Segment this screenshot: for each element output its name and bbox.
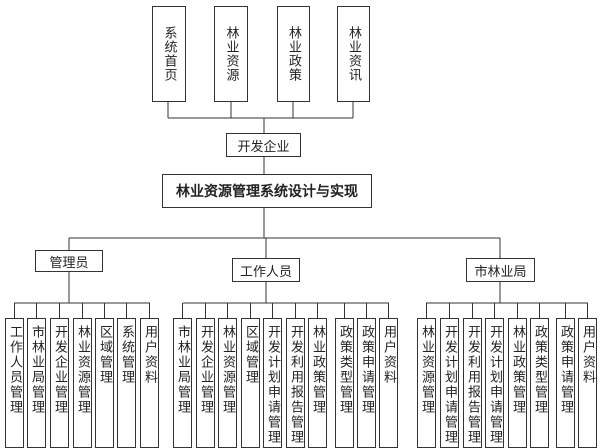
function-box: 开发利用报告管理 — [286, 318, 305, 448]
function-label: 政策申请管理 — [558, 325, 573, 415]
function-label: 区域管理 — [97, 325, 112, 385]
function-label: 开发企业管理 — [52, 325, 67, 415]
enterprise-label: 开发企业 — [237, 139, 290, 155]
function-label: 林业资源管理 — [75, 325, 90, 415]
function-box: 开发计划申请管理 — [485, 318, 504, 448]
role-label: 管理员 — [49, 255, 89, 271]
function-label: 林业政策管理 — [310, 325, 325, 415]
function-label: 工作人员管理 — [7, 325, 22, 415]
system-title: 林业资源管理系统设计与实现 — [176, 184, 358, 200]
function-label: 林业政策管理 — [510, 325, 525, 415]
role-forestry-bureau: 市林业局 — [466, 258, 535, 282]
system-title-box: 林业资源管理系统设计与实现 — [162, 174, 372, 208]
module-label: 林业资源 — [223, 26, 239, 82]
connector-lines — [14, 102, 588, 318]
role-label: 工作人员 — [239, 264, 292, 280]
module-label: 林业资讯 — [346, 26, 361, 82]
function-box: 政策类型管理 — [335, 318, 354, 448]
function-box: 开发企业管理 — [50, 318, 69, 448]
function-label: 开发计划申请管理 — [265, 325, 280, 445]
function-box: 市林业局管理 — [27, 318, 46, 448]
function-label: 市林业局管理 — [29, 325, 44, 415]
function-box: 工作人员管理 — [5, 318, 24, 448]
module-label: 林业政策 — [286, 26, 301, 82]
function-box: 开发利用报告管理 — [463, 318, 482, 448]
function-box: 市林业局管理 — [173, 318, 192, 448]
function-label: 用户资料 — [580, 325, 595, 385]
function-label: 系统管理 — [119, 325, 134, 385]
function-label: 开发计划申请管理 — [487, 325, 502, 445]
module-forest-policy: 林业政策 — [277, 6, 310, 102]
module-forest-resources: 林业资源 — [214, 6, 248, 102]
function-box: 政策申请管理 — [357, 318, 376, 448]
function-label: 区域管理 — [243, 325, 258, 385]
module-label: 系统首页 — [161, 26, 177, 82]
function-box: 政策申请管理 — [556, 318, 575, 448]
function-label: 用户资料 — [381, 325, 396, 385]
module-forest-news: 林业资讯 — [337, 6, 370, 102]
function-label: 林业资源管理 — [220, 325, 235, 415]
function-box: 林业资源管理 — [417, 318, 436, 448]
function-box: 林业政策管理 — [508, 318, 527, 448]
function-label: 开发利用报告管理 — [288, 325, 303, 445]
module-home: 系统首页 — [152, 6, 186, 102]
function-box: 林业资源管理 — [73, 318, 92, 448]
function-box: 林业政策管理 — [308, 318, 327, 448]
function-box: 开发计划申请管理 — [440, 318, 459, 448]
role-staff: 工作人员 — [232, 258, 300, 282]
role-label: 市林业局 — [474, 264, 527, 280]
function-label: 政策申请管理 — [359, 325, 374, 415]
function-box: 用户资料 — [140, 318, 159, 448]
role-admin: 管理员 — [35, 250, 103, 272]
function-label: 政策类型管理 — [337, 325, 352, 415]
function-label: 政策类型管理 — [532, 325, 547, 415]
function-box: 林业资源管理 — [218, 318, 237, 448]
function-label: 林业资源管理 — [419, 325, 434, 415]
function-label: 开发企业管理 — [198, 325, 213, 415]
function-box: 用户资料 — [379, 318, 398, 448]
function-label: 开发计划申请管理 — [442, 325, 457, 445]
function-label: 市林业局管理 — [175, 325, 190, 415]
enterprise-box: 开发企业 — [226, 133, 301, 157]
function-box: 系统管理 — [117, 318, 136, 448]
function-label: 开发利用报告管理 — [465, 325, 480, 445]
function-box: 开发企业管理 — [196, 318, 215, 448]
function-box: 政策类型管理 — [530, 318, 549, 448]
function-box: 区域管理 — [241, 318, 260, 448]
function-box: 区域管理 — [95, 318, 114, 448]
function-box: 开发计划申请管理 — [263, 318, 282, 448]
function-box: 用户资料 — [578, 318, 597, 448]
function-label: 用户资料 — [142, 325, 157, 385]
